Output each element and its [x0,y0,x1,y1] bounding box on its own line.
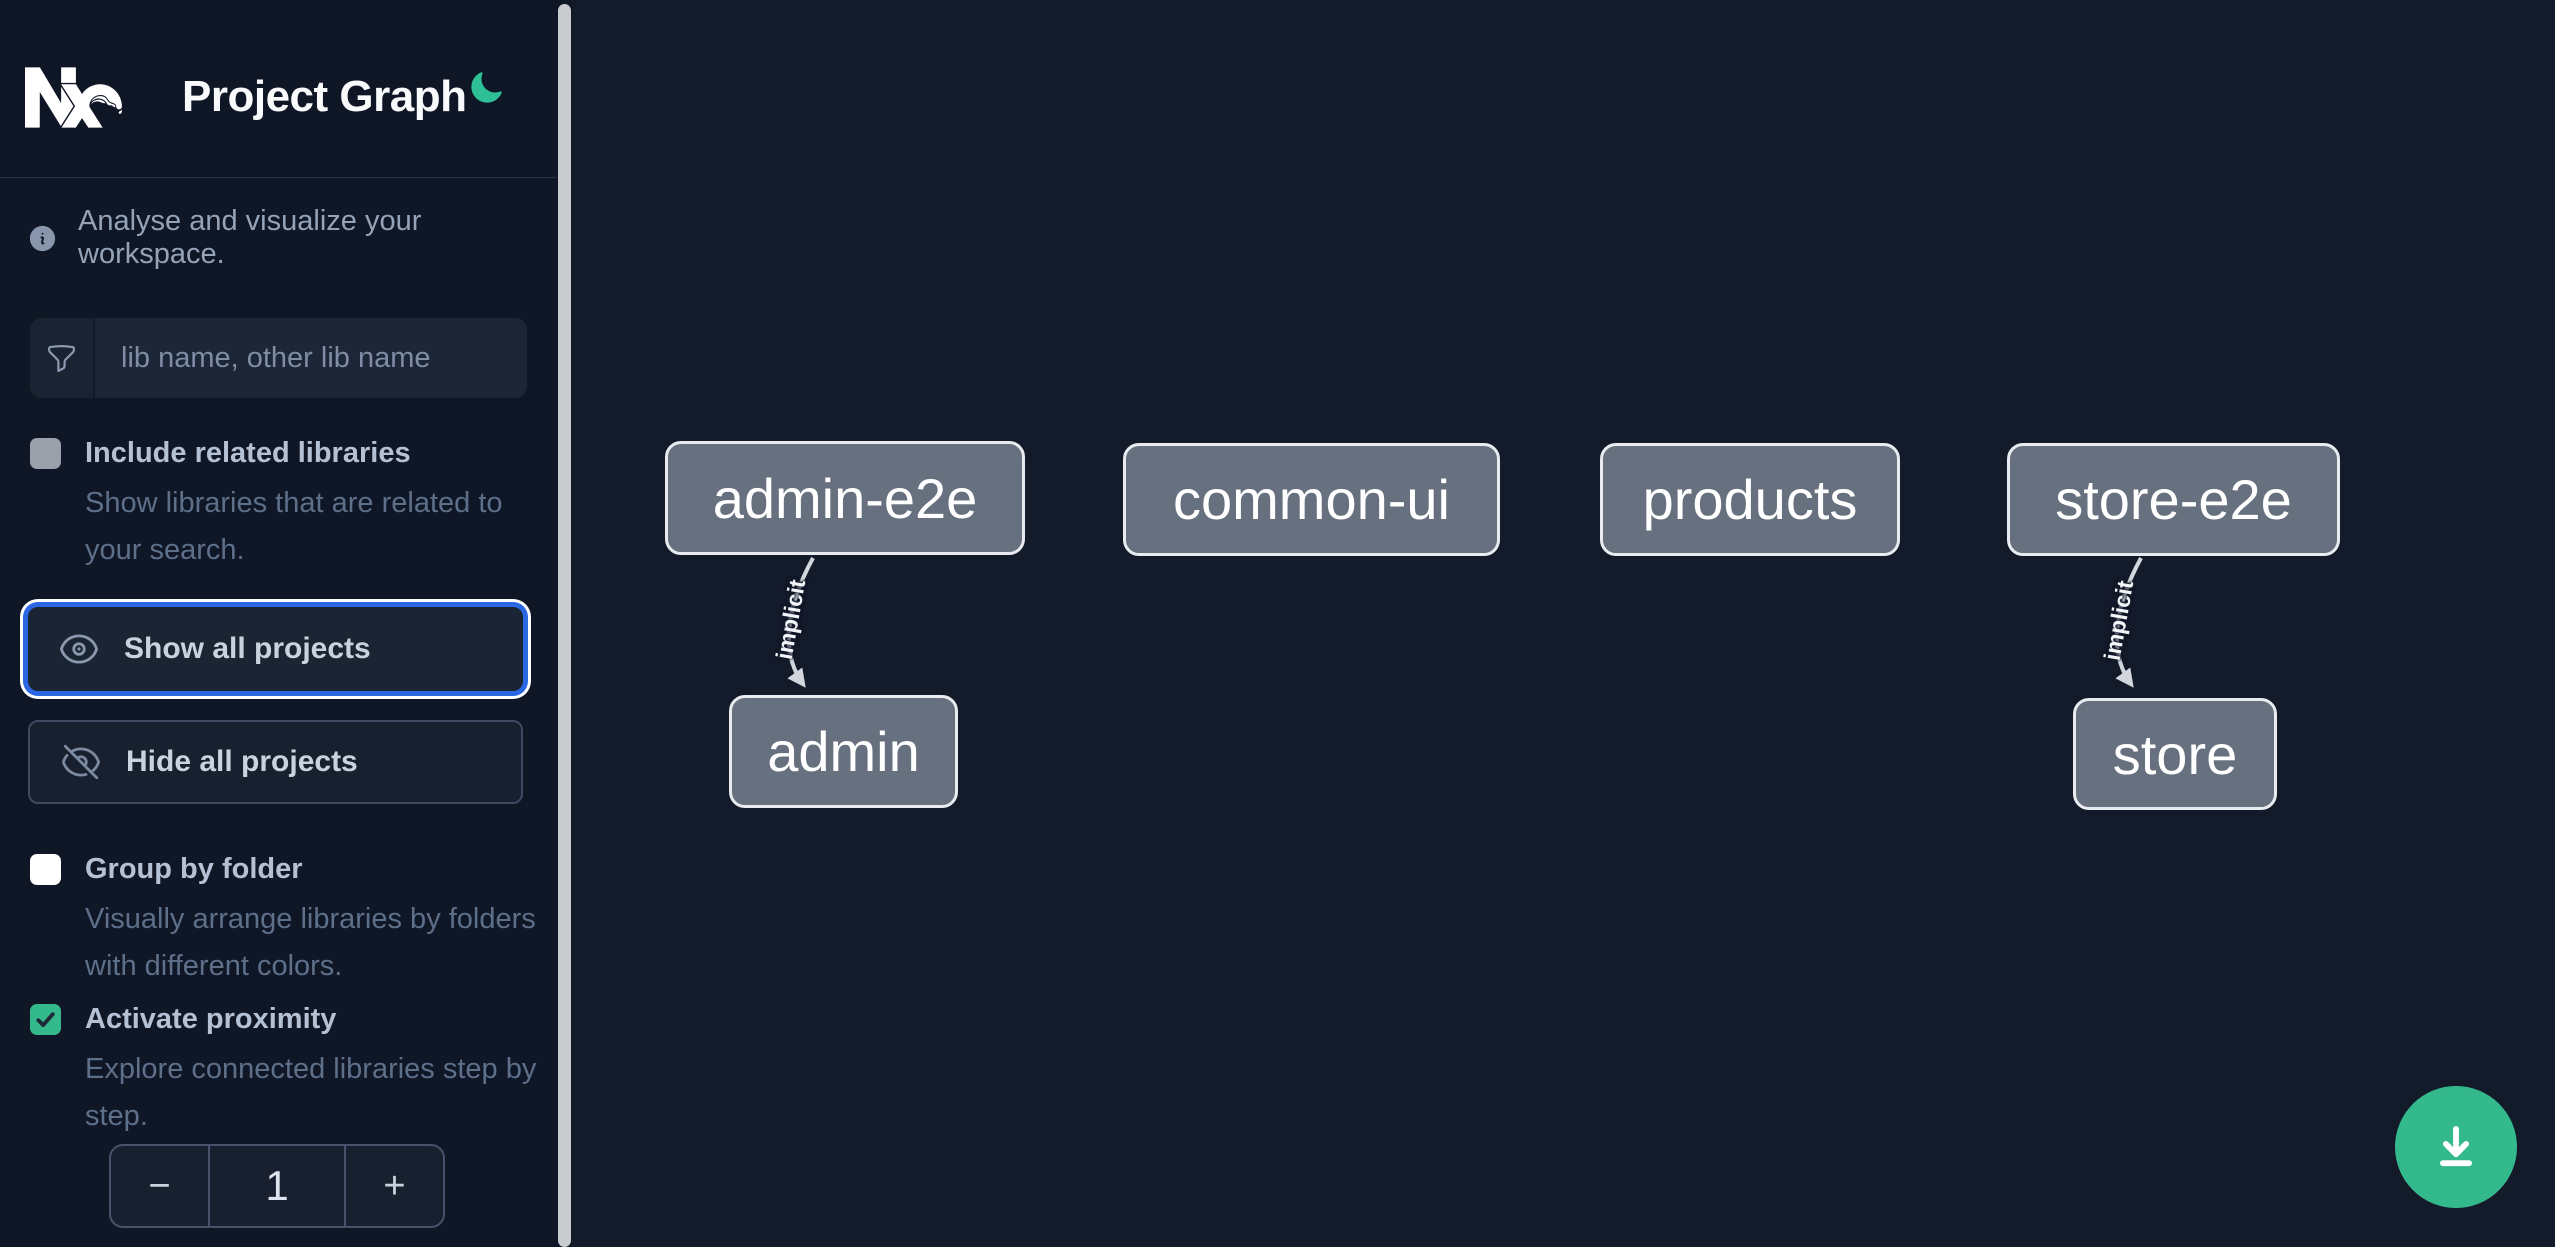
include-related-description: Show libraries that are related to your … [85,487,503,566]
download-icon [2440,1125,2472,1167]
graph-canvas[interactable] [572,0,2555,1247]
filter-box [30,318,527,398]
graph-node-admin-e2e[interactable]: admin-e2e [665,441,1025,555]
eye-slash-icon [61,744,101,780]
info-icon [29,225,56,251]
funnel-icon [48,344,75,372]
check-icon [36,1012,55,1028]
download-image-button[interactable] [2395,1086,2517,1208]
include-related-label: Include related libraries [85,437,411,469]
filter-icon-cell [30,318,95,398]
group-by-folder-label: Group by folder [85,853,303,885]
hide-all-projects-label: Hide all projects [126,745,358,778]
proximity-increment-button[interactable]: + [383,1164,406,1207]
moon-icon[interactable] [468,70,504,106]
eye-icon [60,634,98,664]
show-all-projects-button[interactable]: Show all projects [28,607,523,691]
include-related-checkbox[interactable] [30,438,61,469]
sidebar-scrollbar[interactable] [558,4,571,1247]
graph-node-products[interactable]: products [1600,443,1900,556]
group-by-folder-checkbox[interactable] [30,854,61,885]
option-include-related-libraries: Include related libraries Show libraries… [30,436,530,574]
group-by-folder-description: Visually arrange libraries by folders wi… [85,903,536,982]
option-group-by-folder: Group by folder Visually arrange librari… [30,852,536,990]
page-title: Project Graph [182,72,467,121]
sidebar: Project Graph Analyse and visualize your… [0,0,572,1247]
graph-node-store-e2e[interactable]: store-e2e [2007,443,2340,556]
hide-all-projects-button[interactable]: Hide all projects [28,720,523,804]
show-all-projects-label: Show all projects [124,632,371,665]
tagline: Analyse and visualize your workspace. [78,205,422,270]
activate-proximity-description: Explore connected libraries step by step… [85,1053,537,1132]
graph-node-common-ui[interactable]: common-ui [1123,443,1500,556]
activate-proximity-checkbox[interactable] [30,1004,61,1035]
activate-proximity-label: Activate proximity [85,1003,337,1035]
proximity-decrement-button[interactable]: − [148,1164,171,1207]
sidebar-header: Project Graph [0,0,557,178]
nx-logo [25,67,122,128]
graph-node-admin[interactable]: admin [729,695,958,808]
graph-node-store[interactable]: store [2073,698,2277,810]
option-activate-proximity: Activate proximity Explore connected lib… [30,1002,536,1140]
filter-input[interactable] [95,318,527,398]
proximity-stepper: − 1 + [109,1144,445,1228]
proximity-value[interactable]: 1 [208,1146,346,1226]
